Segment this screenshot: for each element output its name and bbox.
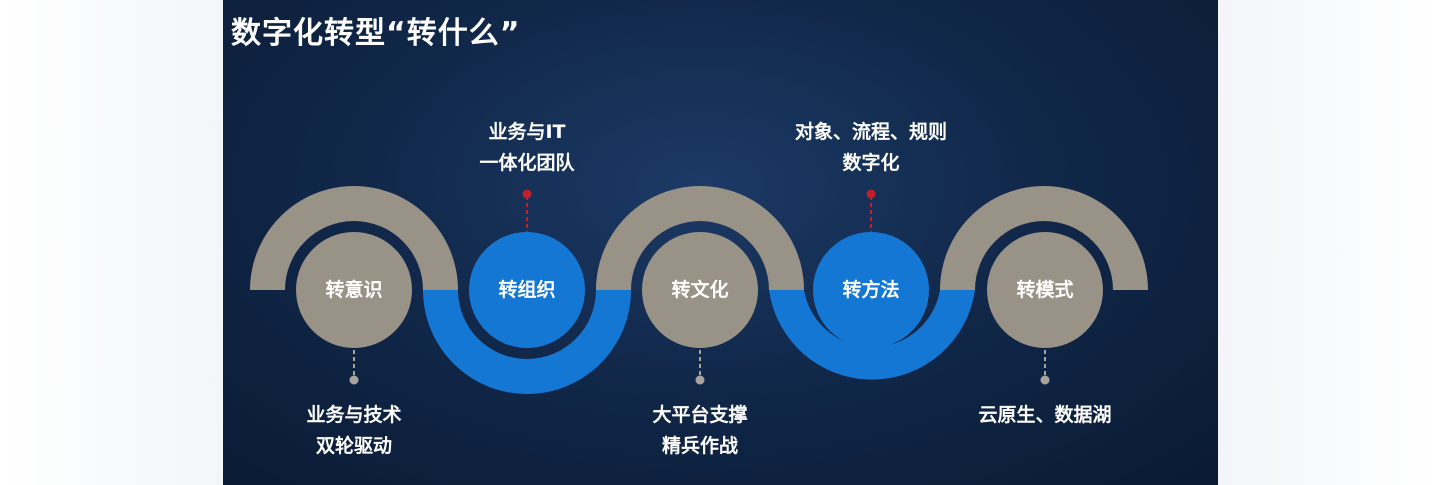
node-circle-yishi xyxy=(296,232,412,348)
transformation-wave-diagram xyxy=(250,186,1148,394)
annotation-fangfa: 对象、流程、规则 数字化 xyxy=(751,117,991,179)
connector-dot-wenhua xyxy=(695,375,705,385)
annotation-fangfa-line2: 数字化 xyxy=(842,152,900,174)
annotation-moshi-line1: 云原生、数据湖 xyxy=(978,404,1112,426)
annotation-moshi: 云原生、数据湖 xyxy=(925,400,1165,431)
node-label-wenhua: 转文化 xyxy=(671,279,729,301)
left-margin xyxy=(0,0,223,485)
wave-arc-yishi xyxy=(250,186,458,290)
connector-dot-moshi xyxy=(1040,375,1050,385)
annotation-yishi: 业务与技术 双轮驱动 xyxy=(234,400,474,462)
node-circle-zuzhi xyxy=(469,232,585,348)
annotation-yishi-line2: 双轮驱动 xyxy=(315,435,392,457)
slide: 数字化转型“转什么” 转意识 转组织 转文化 转方法 转模式 业务与IT xyxy=(223,0,1218,485)
annotation-wenhua-line1: 大平台支撑 xyxy=(652,404,748,426)
connector-dot-zuzhi xyxy=(522,189,532,199)
connector-dot-yishi xyxy=(349,375,359,385)
annotation-wenhua-line2: 精兵作战 xyxy=(661,435,738,457)
node-circle-wenhua xyxy=(642,232,758,348)
node-label-zuzhi: 转组织 xyxy=(498,279,556,301)
annotation-fangfa-line1: 对象、流程、规则 xyxy=(794,121,947,143)
wave-arc-moshi xyxy=(940,186,1148,290)
node-circle-moshi xyxy=(987,232,1103,348)
node-circle-fangfa xyxy=(813,232,929,348)
annotation-zuzhi: 业务与IT 一体化团队 xyxy=(407,117,647,179)
node-label-yishi: 转意识 xyxy=(325,279,383,301)
right-margin xyxy=(1218,0,1440,485)
wave-arc-fangfa xyxy=(769,290,975,380)
wave-arc-wenhua xyxy=(596,186,804,290)
wave-arc-zuzhi xyxy=(423,290,631,394)
annotation-yishi-line1: 业务与技术 xyxy=(306,404,402,426)
node-label-fangfa: 转方法 xyxy=(842,279,900,301)
annotation-zuzhi-line2: 一体化团队 xyxy=(479,152,575,174)
node-label-moshi: 转模式 xyxy=(1016,279,1074,301)
connector-dot-fangfa xyxy=(866,189,876,199)
slide-title: 数字化转型“转什么” xyxy=(231,16,521,51)
annotation-zuzhi-line1: 业务与IT xyxy=(488,121,566,143)
annotation-wenhua: 大平台支撑 精兵作战 xyxy=(580,400,820,462)
